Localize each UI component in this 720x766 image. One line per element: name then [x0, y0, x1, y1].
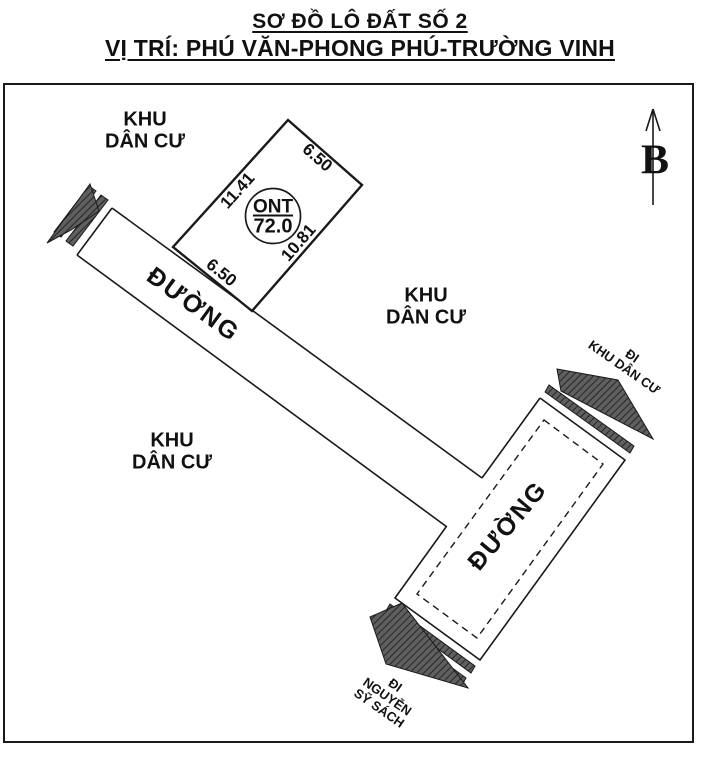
residential-line1: KHU: [404, 284, 448, 307]
north-arrow-icon: [645, 108, 661, 205]
residential-area-label-e: KHU DÂN CƯ: [386, 285, 466, 328]
residential-line2: DÂN CƯ: [132, 451, 212, 473]
title-line1: SƠ ĐỒ LÔ ĐẤT SỐ 2: [252, 10, 468, 33]
direction-arrowhead-icon: [369, 602, 470, 689]
hatch-stripe: [544, 384, 635, 454]
north-label: B: [640, 137, 670, 184]
parcel-code-circle: [244, 187, 302, 245]
residential-line1: KHU: [150, 429, 194, 452]
direction-arrowhead-icon: [556, 368, 655, 441]
residential-area-label-nw: KHU DÂN CƯ: [105, 109, 185, 152]
frame-border: [3, 83, 694, 743]
parcel-code-block: ONT 72.0: [253, 198, 293, 237]
diagram-title: SƠ ĐỒ LÔ ĐẤT SỐ 2 VỊ TRÍ: PHÚ VĂN-PHONG …: [0, 10, 720, 62]
residential-area-label-sw: KHU DÂN CƯ: [132, 430, 212, 473]
direction-arrowhead-icon: [46, 182, 100, 244]
parcel-area-value: 72.0: [253, 215, 293, 238]
road-arrow-northwest: [46, 182, 109, 247]
residential-line1: KHU: [123, 108, 167, 131]
road-northwest-outline: [76, 207, 483, 528]
residential-line2: DÂN CƯ: [386, 306, 466, 328]
residential-line2: DÂN CƯ: [105, 130, 185, 152]
parcel-land-use-code: ONT: [252, 196, 294, 218]
road-arrow-northeast: [544, 368, 655, 454]
title-line2: VỊ TRÍ: PHÚ VĂN-PHONG PHÚ-TRƯỜNG VINH: [105, 35, 615, 61]
road-southeast-dashed-lines: [416, 419, 604, 639]
road-arrow-south: [369, 602, 476, 689]
road-southeast-outline: [393, 397, 627, 662]
